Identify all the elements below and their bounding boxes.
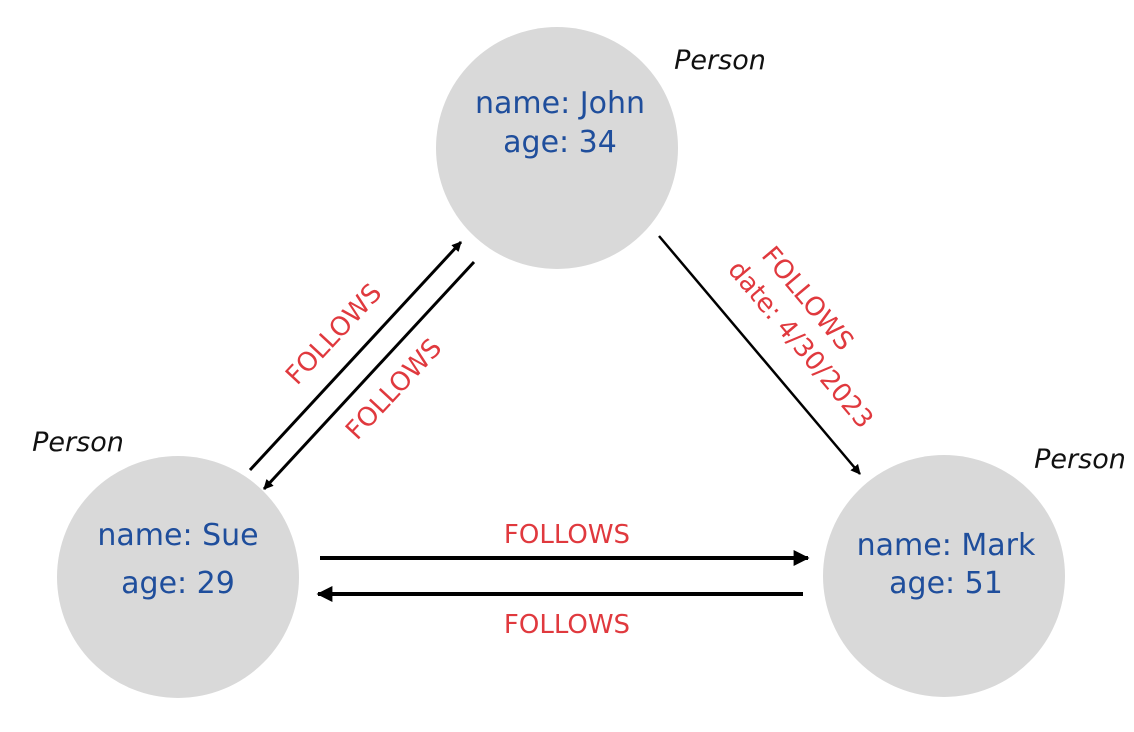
node-sue-age: age: 29 xyxy=(121,566,235,601)
node-john-age: age: 34 xyxy=(503,125,617,160)
node-mark-circle xyxy=(823,455,1065,697)
node-john: Person name: John age: 34 xyxy=(436,27,766,269)
node-sue: Person name: Sue age: 29 xyxy=(32,427,299,698)
edge-john-to-mark xyxy=(658,235,861,475)
node-john-circle xyxy=(436,27,678,269)
node-mark: Person name: Mark age: 51 xyxy=(823,444,1126,697)
node-john-name: name: John xyxy=(475,86,645,121)
edge-john-to-sue xyxy=(262,260,476,491)
node-sue-circle xyxy=(57,456,299,698)
rel-label-sue-to-mark: FOLLOWS xyxy=(504,520,630,550)
edge-sue-to-john xyxy=(248,240,463,472)
node-mark-age: age: 51 xyxy=(889,566,1003,601)
node-mark-type-label: Person xyxy=(1034,444,1126,475)
rel-label-mark-to-sue: FOLLOWS xyxy=(504,610,630,640)
node-mark-name: name: Mark xyxy=(857,528,1036,563)
node-sue-type-label: Person xyxy=(32,427,124,458)
node-john-type-label: Person xyxy=(674,45,766,76)
node-sue-name: name: Sue xyxy=(97,518,258,553)
